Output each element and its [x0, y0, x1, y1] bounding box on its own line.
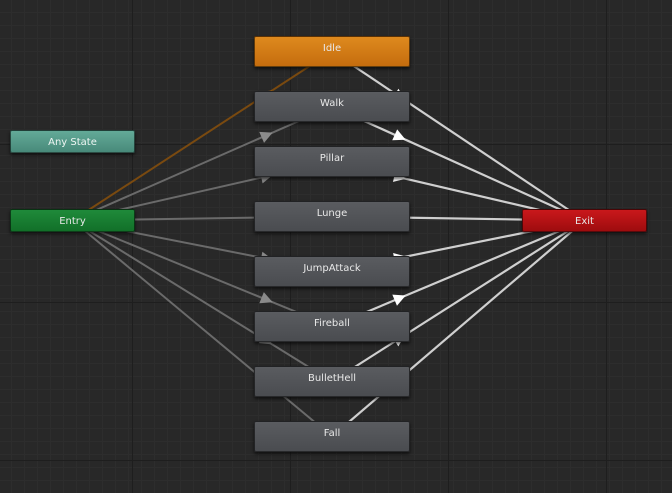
transition-line[interactable] — [71, 219, 333, 383]
node-label: Fall — [323, 428, 341, 439]
transition-arrow-icon — [392, 294, 406, 306]
node-exit[interactable]: Exit — [522, 209, 647, 232]
node-entry[interactable]: Entry — [10, 209, 135, 232]
node-walk[interactable]: Walk — [254, 91, 410, 122]
transition-line[interactable] — [331, 219, 586, 438]
transition-line[interactable] — [72, 105, 333, 222]
transition-idle-to-exit[interactable] — [331, 50, 586, 222]
node-label: JumpAttack — [303, 263, 361, 274]
transition-line[interactable] — [331, 105, 585, 222]
transition-entry-to-bullethell[interactable] — [71, 219, 333, 383]
node-pillar[interactable]: Pillar — [254, 146, 410, 177]
node-label: Fireball — [314, 318, 350, 329]
node-label: Idle — [322, 43, 342, 54]
transition-entry-to-walk[interactable] — [72, 105, 333, 222]
node-any-state[interactable]: Any State — [10, 130, 135, 153]
transition-entry-to-fireball[interactable] — [72, 219, 333, 328]
transition-line[interactable] — [71, 50, 333, 222]
node-label: Walk — [320, 98, 344, 109]
node-bullethell[interactable]: BulletHell — [254, 366, 410, 397]
node-lunge[interactable]: Lunge — [254, 201, 410, 232]
node-idle[interactable]: Idle — [254, 36, 410, 67]
transition-fireball-to-exit[interactable] — [331, 219, 585, 328]
node-label: Entry — [59, 216, 86, 227]
node-label: Any State — [48, 137, 97, 148]
transition-walk-to-exit[interactable] — [331, 105, 585, 222]
node-label: Lunge — [316, 208, 348, 219]
node-label: Exit — [575, 216, 594, 227]
transition-line[interactable] — [71, 219, 333, 438]
transition-arrow-icon — [392, 129, 406, 141]
node-fall[interactable]: Fall — [254, 421, 410, 452]
node-jumpattack[interactable]: JumpAttack — [254, 256, 410, 287]
transition-line[interactable] — [331, 50, 586, 222]
node-fireball[interactable]: Fireball — [254, 311, 410, 342]
transition-line[interactable] — [331, 219, 586, 383]
transition-line[interactable] — [72, 219, 333, 328]
node-label: Pillar — [319, 153, 345, 164]
transition-line[interactable] — [331, 219, 585, 328]
transition-arrow-icon — [259, 292, 273, 304]
node-label: BulletHell — [307, 373, 357, 384]
transition-arrow-icon — [259, 131, 273, 143]
transition-bullethell-to-exit[interactable] — [331, 219, 586, 383]
